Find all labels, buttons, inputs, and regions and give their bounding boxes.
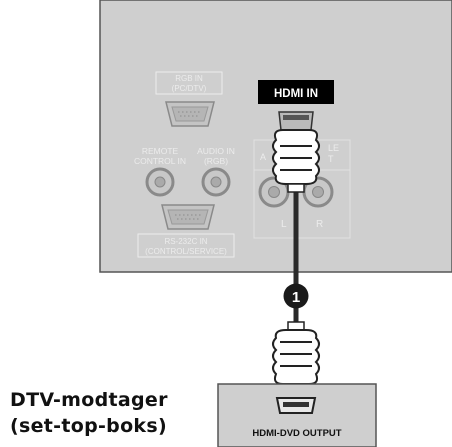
device-caption-line1: DTV-modtager [10,389,168,411]
svg-text:RGB IN: RGB IN [175,74,203,83]
svg-text:(RGB): (RGB) [204,156,228,166]
hdmi-dvd-output-label: HDMI-DVD OUTPUT [252,428,341,439]
svg-text:RS-232C IN: RS-232C IN [164,237,207,246]
remote-control-jack [145,167,175,197]
rs232c-label: RS-232C IN (CONTROL/SERVICE) [137,233,235,258]
svg-text:T: T [328,154,334,164]
svg-text:CONTROL IN: CONTROL IN [134,156,186,166]
rgb-port [165,101,215,127]
audio-left-label: L [281,219,287,230]
svg-text:LE: LE [328,143,339,153]
audio-left-jack [258,176,290,208]
svg-text:REMOTE: REMOTE [142,146,179,156]
svg-text:A: A [260,152,266,162]
source-device-box [217,383,377,447]
remote-control-label: REMOTE CONTROL IN [134,146,186,166]
audio-right-jack [302,176,334,208]
svg-text:1: 1 [292,289,300,306]
svg-text:(CONTROL/SERVICE): (CONTROL/SERVICE) [145,247,227,256]
device-caption-line2: (set-top-boks) [10,415,167,437]
svg-text:AUDIO IN: AUDIO IN [197,146,235,156]
audio-in-rgb-jack [201,167,231,197]
hdmi-in-label: HDMI IN [258,80,334,104]
hdmi-plug-bottom [272,321,320,385]
svg-text:(PC/DTV): (PC/DTV) [172,84,207,93]
step-marker: 1 [283,283,309,309]
audio-right-label: R [316,219,323,230]
rs232c-port [161,204,215,230]
audio-in-rgb-label: AUDIO IN (RGB) [197,146,235,166]
hdmi-output-port [275,397,317,414]
rgb-in-label: RGB IN (PC/DTV) [155,71,223,95]
hdmi-plug-top [272,111,320,193]
svg-text:HDMI IN: HDMI IN [274,88,318,100]
